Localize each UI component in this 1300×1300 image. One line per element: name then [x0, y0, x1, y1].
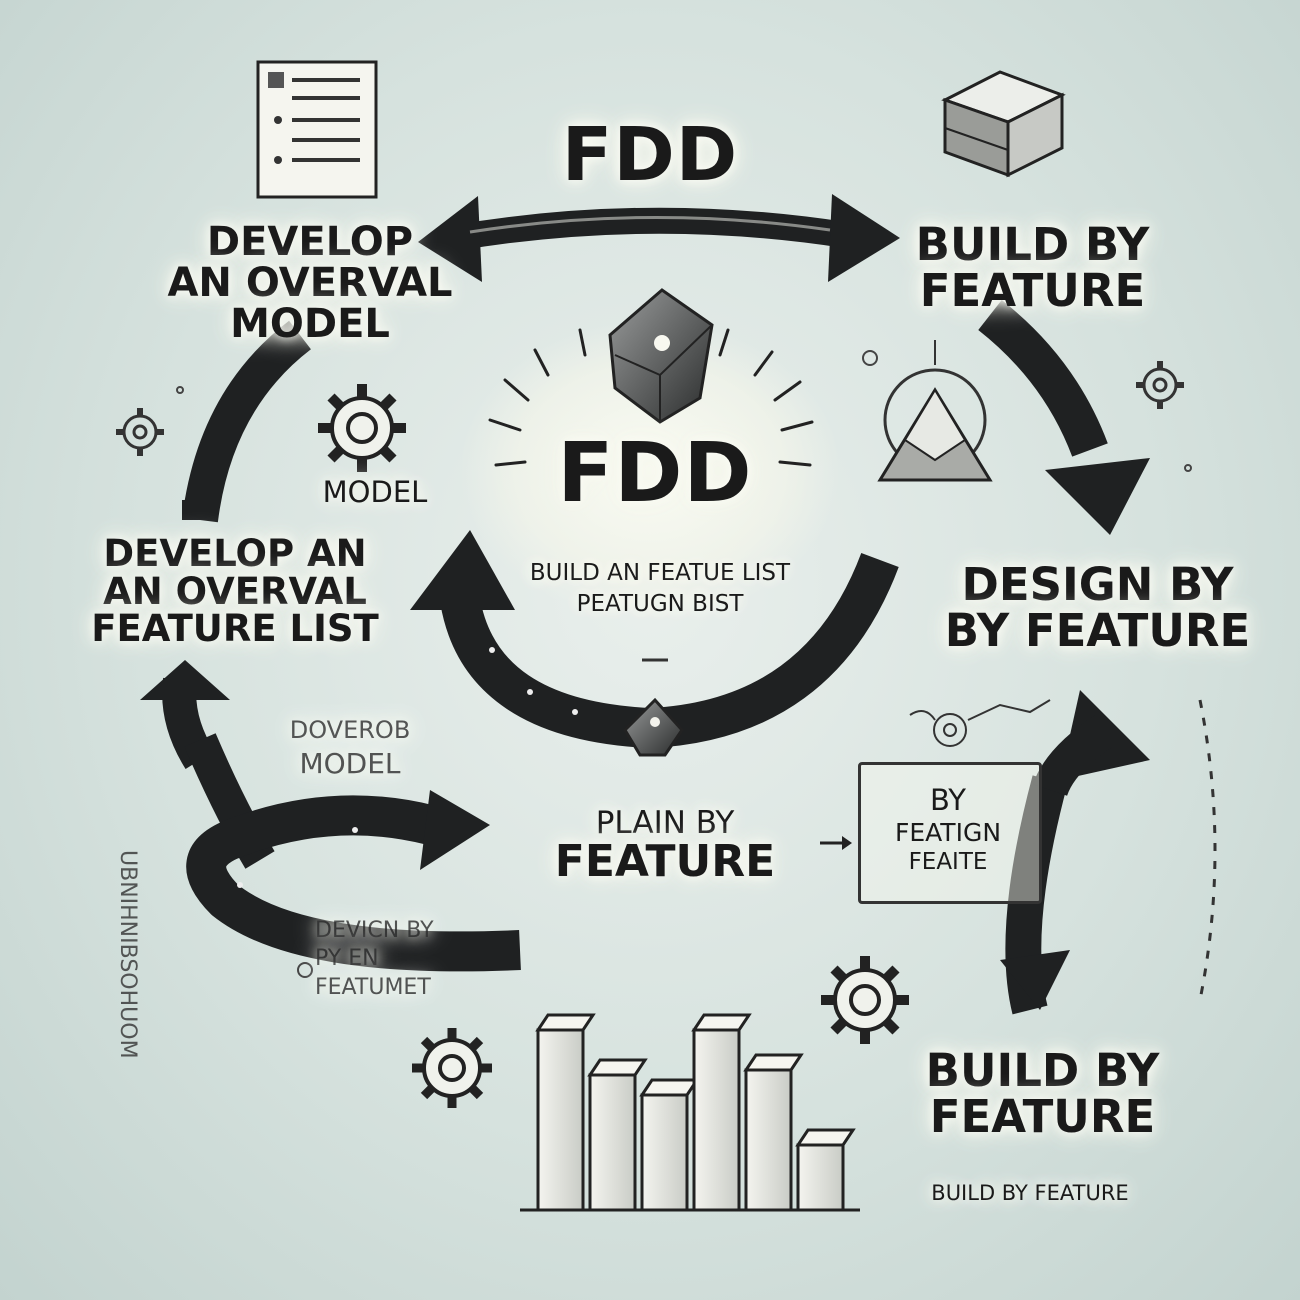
- dashed-line: [1198, 699, 1217, 1001]
- label-line: DEVICN BY: [315, 918, 434, 943]
- label-develop-overall-model: DEVELOP AN OVERVAL MODEL: [150, 222, 470, 344]
- label-line: FEATURE LIST: [91, 607, 379, 651]
- center-rays: [488, 328, 814, 467]
- label-line: DOVEROB: [289, 716, 411, 744]
- feature-box: [858, 762, 1042, 904]
- small-arrow-to-box: [820, 836, 852, 850]
- label-line: PY EN: [315, 946, 379, 972]
- feature-box-text: BY FEATIGN FEAITE: [858, 783, 1038, 876]
- label-line: FEATIGN: [894, 817, 1002, 847]
- label-line: FEATURE: [554, 835, 776, 887]
- label-design-by-feature: DESIGN BY BY FEATURE: [925, 562, 1270, 654]
- mechanism-icon: [909, 699, 1051, 747]
- label-line: BY: [929, 783, 967, 817]
- top-double-arrow: [418, 194, 900, 282]
- gear-icon: [318, 384, 406, 472]
- title-top: FDD: [561, 112, 739, 198]
- center-glow: [460, 320, 840, 620]
- label-line: AN OVERVAL: [167, 259, 453, 306]
- label-build-by-feature-bottom: BUILD BY FEATURE: [900, 1048, 1185, 1140]
- label-line: FEATURE: [919, 263, 1146, 317]
- label-build-by-feature-top: BUILD BY FEATURE: [895, 222, 1170, 314]
- bar-chart-icon: [520, 1013, 860, 1212]
- label-devicn-featumet: DEVICN BY PY EN FEATUMET: [315, 918, 495, 1000]
- label-doverob-model: DOVEROB MODEL: [255, 718, 445, 779]
- label-develop-feature-list: DEVELOP AN AN OVERVAL FEATURE LIST: [55, 535, 415, 648]
- gear-icon-right: [1136, 361, 1184, 409]
- cube-icon: [941, 70, 1066, 178]
- title-center: FDD: [557, 426, 753, 521]
- bottom-sweep-arrow: [186, 790, 521, 972]
- label-line: FEAITE: [908, 849, 988, 876]
- label-line: DEVELOP AN: [103, 532, 367, 575]
- gear-icon-bottom-left: [412, 1028, 492, 1108]
- label-line: BUILD BY: [925, 1044, 1160, 1097]
- left-curve-arrow: [182, 320, 312, 523]
- label-line: BY FEATURE: [944, 603, 1251, 657]
- vertical-text: UBNIHNIBSOHUOM: [115, 850, 140, 1059]
- label-line: MODEL: [299, 747, 401, 781]
- center-subtitle-line1: BUILD AN FEATUE LIST: [529, 560, 791, 586]
- gear-icon-bottom-right: [821, 956, 909, 1044]
- label-plain-by-feature: PLAIN BY FEATURE: [515, 805, 815, 887]
- center-subtitle-line2: PEATUGN BIST: [576, 591, 744, 618]
- decor-dots: [176, 350, 1192, 978]
- label-build-by-feature-small: BUILD BY FEATURE: [931, 1181, 1129, 1205]
- label-line: DESIGN BY: [961, 558, 1234, 611]
- center-gem-icon: [608, 288, 714, 424]
- document-icon: [256, 60, 378, 199]
- right-down-arrow: [978, 300, 1150, 535]
- crystal-icon: [877, 340, 993, 482]
- label-line: BUILD BY: [915, 218, 1150, 271]
- center-subtitle: BUILD AN FEATUE LIST PEATUGN BIST: [510, 560, 810, 618]
- label-line: FEATURE: [929, 1089, 1156, 1143]
- label-line: AN OVERVAL: [103, 569, 367, 613]
- label-line: FEATUMET: [315, 974, 431, 1000]
- label-line: PLAIN BY: [595, 805, 735, 841]
- small-gem-icon: [623, 697, 684, 757]
- gear-icon-small: [116, 408, 164, 456]
- label-line: DEVELOP: [206, 219, 414, 265]
- label-model-small: MODEL: [322, 475, 428, 509]
- label-line: MODEL: [230, 300, 390, 347]
